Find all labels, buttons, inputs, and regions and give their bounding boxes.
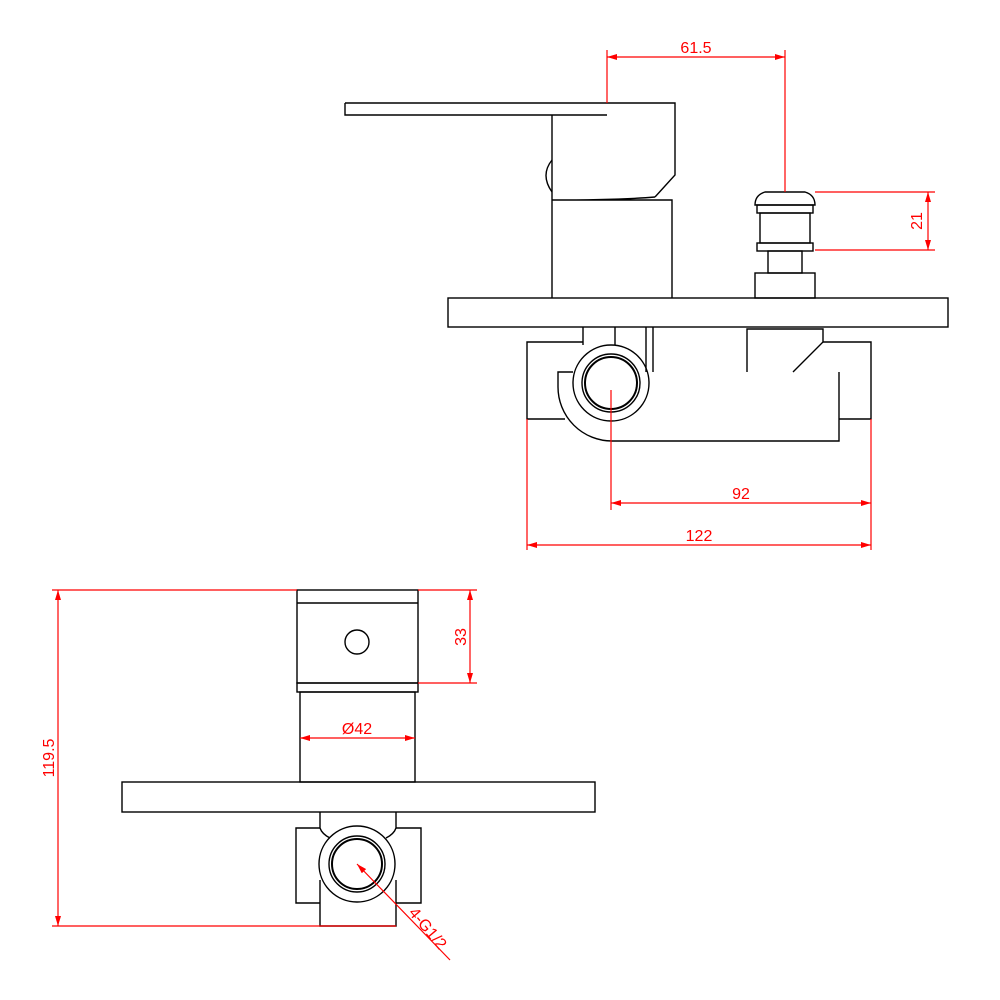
handle-cap: [296, 589, 419, 684]
valve-body: [526, 327, 872, 442]
handle-notch: [545, 159, 553, 193]
dimension-61-5: 61.5: [606, 40, 786, 192]
wall-plate: [121, 781, 596, 813]
dimension-33: 33: [418, 589, 477, 684]
thread-label: 4-G1/2: [405, 905, 450, 953]
side-view-mixer: 61.5 21 92 122: [344, 40, 949, 550]
dimension-label: 61.5: [680, 40, 711, 57]
diverter-knob: [754, 191, 816, 299]
dimension-92: 92: [526, 390, 872, 550]
lever-handle: [344, 102, 676, 198]
handle-body: [551, 115, 673, 298]
dimension-122: 122: [527, 528, 871, 548]
dimension-label: Ø42: [342, 721, 372, 738]
dimension-label: 33: [453, 628, 470, 646]
dimension-label: 119.5: [41, 738, 58, 777]
dimension-diameter-42: Ø42: [300, 721, 415, 741]
thread-callout: 4-G1/2: [356, 863, 451, 961]
dimension-label: 21: [909, 212, 926, 230]
dimension-label: 122: [686, 528, 713, 545]
dimension-21: 21: [815, 191, 935, 251]
dimension-119-5: 119.5: [41, 589, 396, 927]
wall-plate: [447, 297, 949, 328]
handle-hole: [344, 629, 370, 655]
dimension-label: 92: [732, 486, 750, 503]
front-view-mixer: 119.5 33 Ø42 4-G1/2: [41, 589, 596, 961]
valve-body-front: [295, 812, 422, 927]
